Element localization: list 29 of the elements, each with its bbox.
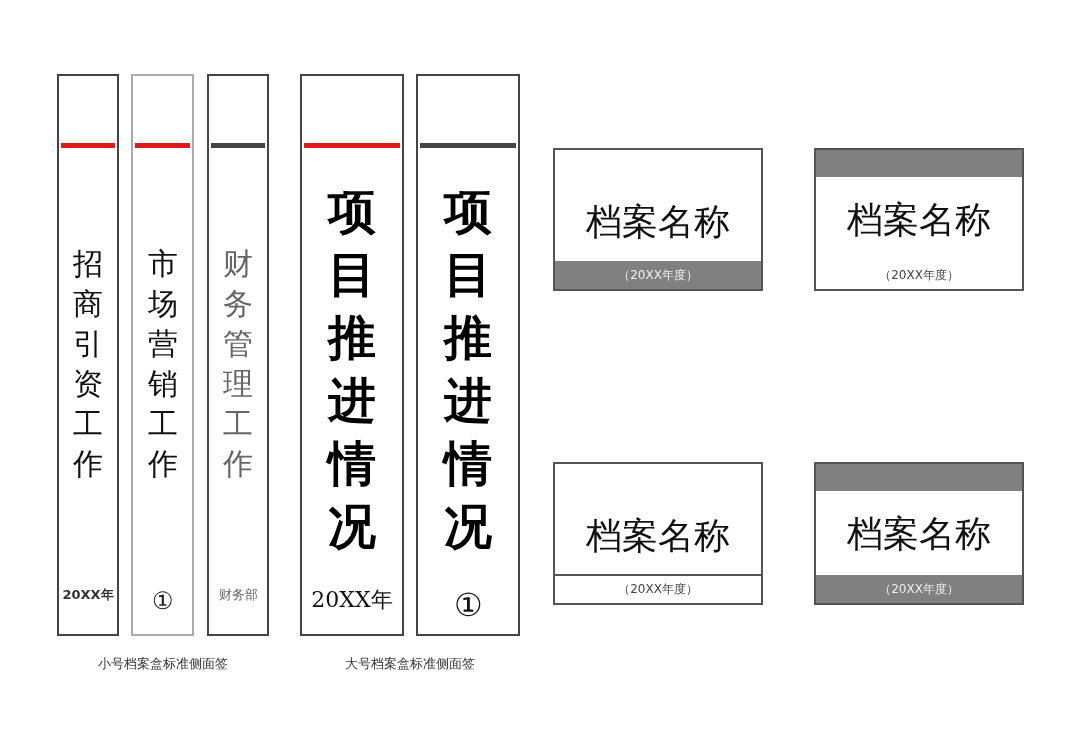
spine-label [207, 74, 269, 636]
spine-footer: 20XX年 [311, 588, 393, 613]
spine-title: 市场营销工作 [146, 245, 179, 483]
card-title: 档案名称 [846, 512, 992, 556]
caption: 小号档案盒标准侧面签 [98, 655, 228, 673]
spine-label [300, 74, 404, 636]
card-title: 档案名称 [846, 198, 992, 242]
card-year: （20XX年度） [879, 582, 959, 597]
spine-footer: 财务部 [218, 588, 258, 603]
file-card [814, 148, 1024, 291]
spine-title: 招商引资工作 [72, 245, 104, 483]
spine-title: 项目推进情况 [443, 182, 493, 556]
spine-label [57, 74, 119, 636]
file-card [814, 462, 1024, 605]
card-title: 档案名称 [585, 514, 731, 558]
spine-label [131, 74, 194, 636]
caption: 大号档案盒标准侧面签 [345, 655, 475, 673]
spine-title: 财务管理工作 [222, 245, 254, 483]
spine-footer: 20XX年 [62, 588, 114, 603]
spine-footer: ① [151, 588, 174, 615]
card-title: 档案名称 [585, 200, 731, 244]
file-card [553, 462, 763, 605]
card-year: （20XX年度） [879, 268, 959, 283]
card-year: （20XX年度） [618, 582, 698, 597]
spine-footer: ① [453, 588, 483, 624]
spine-title: 项目推进情况 [327, 182, 377, 556]
card-year: （20XX年度） [618, 268, 698, 283]
spine-label [416, 74, 520, 636]
file-card [553, 148, 763, 291]
